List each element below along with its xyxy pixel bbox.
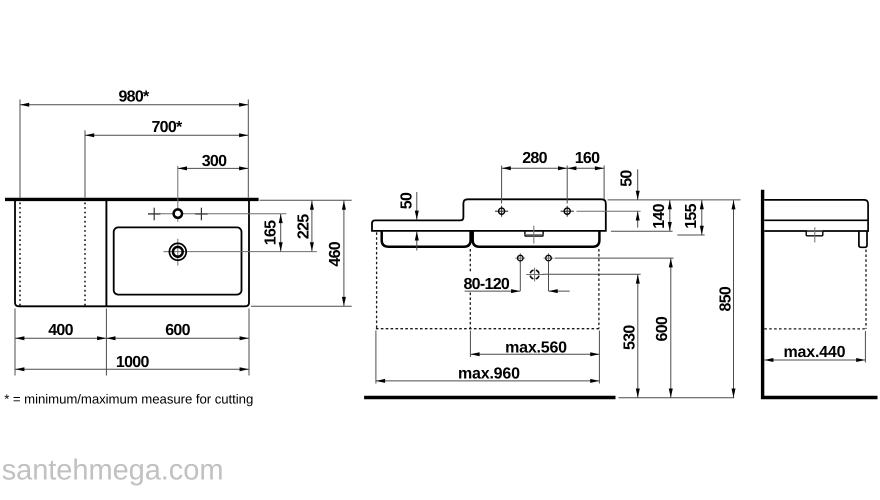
- svg-text:155: 155: [683, 203, 700, 228]
- svg-text:460: 460: [327, 241, 344, 266]
- svg-text:max.560: max.560: [505, 340, 567, 357]
- svg-text:600: 600: [165, 322, 190, 339]
- svg-text:1000: 1000: [116, 354, 150, 371]
- svg-text:80-120: 80-120: [463, 276, 509, 293]
- svg-text:50: 50: [619, 170, 636, 187]
- svg-text:160: 160: [575, 150, 600, 167]
- svg-text:300: 300: [202, 153, 227, 170]
- svg-text:850: 850: [718, 286, 735, 311]
- svg-text:280: 280: [522, 150, 547, 167]
- svg-text:max.960: max.960: [458, 366, 520, 383]
- svg-text:max.440: max.440: [784, 344, 846, 361]
- svg-text:700*: 700*: [151, 119, 183, 136]
- svg-text:225: 225: [296, 214, 313, 239]
- svg-text:* = minimum/maximum measure fo: * = minimum/maximum measure for cutting: [4, 391, 253, 406]
- svg-text:140: 140: [651, 203, 668, 228]
- svg-text:santehmega.com: santehmega.com: [2, 455, 224, 487]
- svg-text:165: 165: [262, 220, 279, 245]
- svg-text:400: 400: [48, 322, 73, 339]
- svg-text:980*: 980*: [118, 89, 150, 106]
- svg-text:530: 530: [621, 325, 638, 350]
- svg-text:600: 600: [654, 316, 671, 341]
- svg-text:50: 50: [399, 192, 416, 209]
